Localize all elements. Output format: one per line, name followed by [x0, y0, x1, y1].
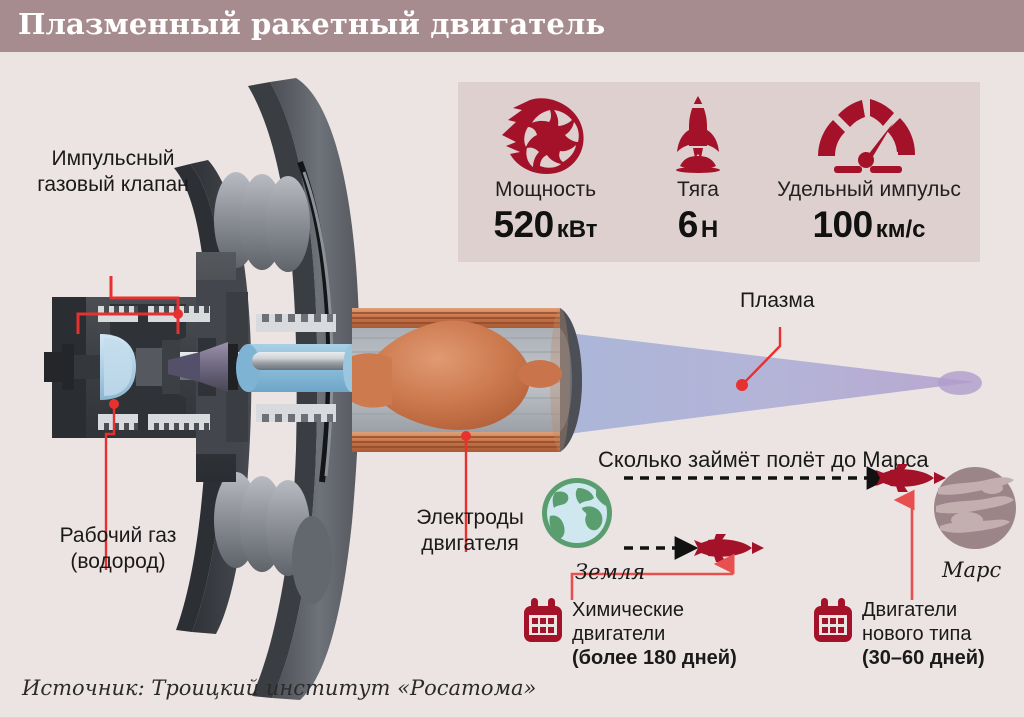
callout-line: Рабочий газ [59, 524, 177, 547]
trip-new-type-engines: Двигатели нового типа (30–60 дней) [862, 598, 1024, 670]
mars-icon [934, 467, 1016, 549]
callout-line: Плазма [740, 289, 815, 312]
stat-label: Тяга [677, 178, 719, 201]
speedometer-icon [758, 82, 980, 174]
trip-line-1: Двигатели [862, 599, 958, 621]
stat-number: 520 [493, 204, 554, 245]
trip-line-2: нового типа [862, 623, 972, 645]
stat-label: Удельный импульс [777, 178, 961, 201]
callout-working-gas: Рабочий газ (водород) [28, 523, 208, 575]
rocket-icon-chemical [694, 534, 764, 562]
callout-pulse-gas-valve: Импульсный газовый клапан [18, 146, 208, 198]
callout-engine-electrodes: Электроды двигателя [395, 505, 545, 557]
callout-line: (водород) [70, 550, 166, 573]
trip-duration: (30–60 дней) [862, 647, 985, 669]
trip-chemical-engines: Химические двигатели (более 180 дней) [572, 598, 802, 670]
rocket-icon-new-type [876, 464, 946, 492]
stat-unit: Н [700, 216, 719, 243]
earth-icon [542, 478, 612, 548]
trip-line-2: двигатели [572, 623, 666, 645]
page-title: Плазменный ракетный двигатель [18, 7, 606, 41]
trip-line-1: Химические [572, 599, 685, 621]
calendar-icon-chemical [521, 598, 567, 651]
callout-plasma: Плазма [740, 288, 850, 314]
earth-label: Земля [575, 560, 646, 584]
callout-line: двигателя [421, 532, 519, 555]
engine-cutaway-illustration [44, 78, 982, 700]
callout-line: газовый клапан [37, 173, 189, 196]
transition-cone [168, 342, 228, 392]
callout-line: Электроды [416, 506, 524, 529]
callout-line: Импульсный [51, 147, 175, 170]
rocket-launch-icon [638, 82, 758, 174]
stat-unit: км/с [875, 216, 926, 243]
source-note: Источник: Троицкий институт «Росатома» [22, 676, 537, 700]
header-bar: Плазменный ракетный двигатель [0, 0, 1024, 52]
stat-number: 6 [677, 204, 699, 245]
coil-rings [214, 172, 332, 604]
stat-number: 100 [812, 204, 873, 245]
calendar-icon-new-type [811, 598, 857, 651]
stat-label: Мощность [494, 178, 597, 201]
trip-duration: (более 180 дней) [572, 647, 737, 669]
electrode-chamber [352, 308, 582, 452]
chemical-pointer-line [570, 553, 735, 600]
mars-label: Марс [942, 558, 1002, 582]
leader-lines [76, 276, 782, 570]
gas-tube [236, 344, 361, 392]
gas-inlet-and-valve [44, 334, 180, 400]
mars-trip-diagram [542, 464, 1016, 600]
plasma-plume [560, 332, 982, 435]
stat-unit: кВт [556, 216, 598, 243]
turbine-flame-icon [458, 82, 633, 174]
